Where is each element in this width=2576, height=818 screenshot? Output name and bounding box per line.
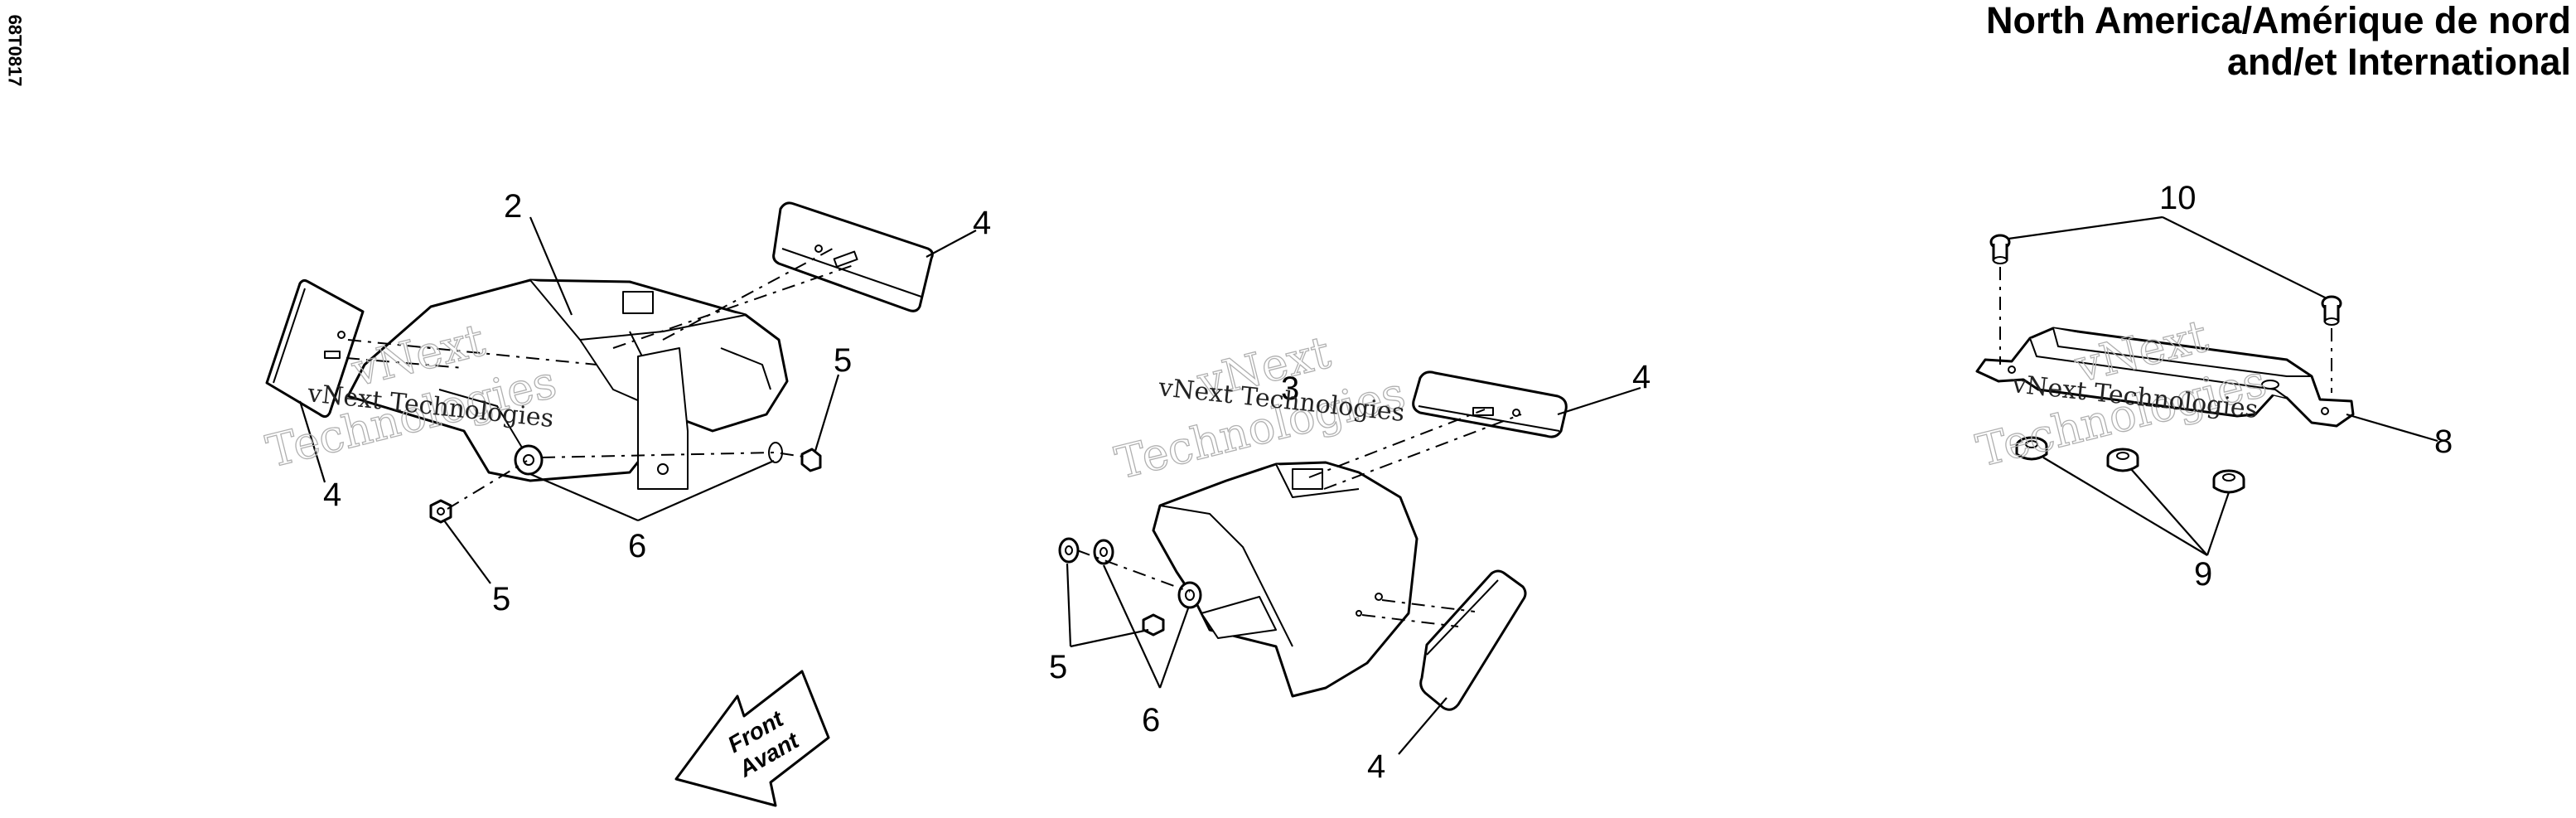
- left-hardware: [429, 442, 822, 524]
- callout-4-middle-top: 4: [1632, 359, 1650, 395]
- front-direction-arrow: Front Avant: [674, 670, 830, 807]
- left-cover-part: [346, 278, 789, 490]
- right-assembly: 10 8 9: [1975, 180, 2453, 593]
- middle-lower-reflector-part: [1419, 569, 1527, 711]
- right-bracket-part: [1975, 327, 2355, 428]
- callout-6-left: 6: [628, 528, 646, 564]
- middle-upper-reflector-part: [1412, 370, 1568, 438]
- left-assembly: 2 4 4 5 5 6: [265, 188, 991, 617]
- right-bolts: [1989, 234, 2342, 326]
- callout-5-left-bottom: 5: [492, 581, 510, 617]
- region-title-line-1: North America/Amérique de nord: [1986, 0, 2571, 41]
- left-top-reflector-part: [772, 201, 934, 312]
- callout-10: 10: [2159, 180, 2197, 216]
- callout-5-left-right: 5: [834, 342, 852, 379]
- callout-4-left-top: 4: [973, 205, 991, 241]
- middle-assembly: 3 4 4 5 6: [1049, 359, 1650, 785]
- watermark-middle: vNext Technologies vNext Technologies: [1109, 325, 1410, 490]
- callout-3: 3: [1281, 370, 1299, 407]
- callout-8: 8: [2434, 424, 2453, 460]
- callout-4-left-bottom: 4: [323, 477, 341, 513]
- callout-2: 2: [504, 188, 522, 225]
- middle-cover-part: [1152, 461, 1418, 698]
- callout-5-middle: 5: [1049, 649, 1067, 685]
- left-reflector-part: [265, 278, 365, 419]
- right-grommets: [2015, 436, 2245, 494]
- region-title-line-2: and/et International: [2226, 41, 2571, 83]
- callout-9: 9: [2194, 556, 2212, 593]
- region-title: North America/Amérique de nord and/et In…: [1986, 0, 2571, 83]
- callout-6-middle: 6: [1142, 702, 1160, 738]
- callout-4-middle-bottom: 4: [1367, 748, 1385, 785]
